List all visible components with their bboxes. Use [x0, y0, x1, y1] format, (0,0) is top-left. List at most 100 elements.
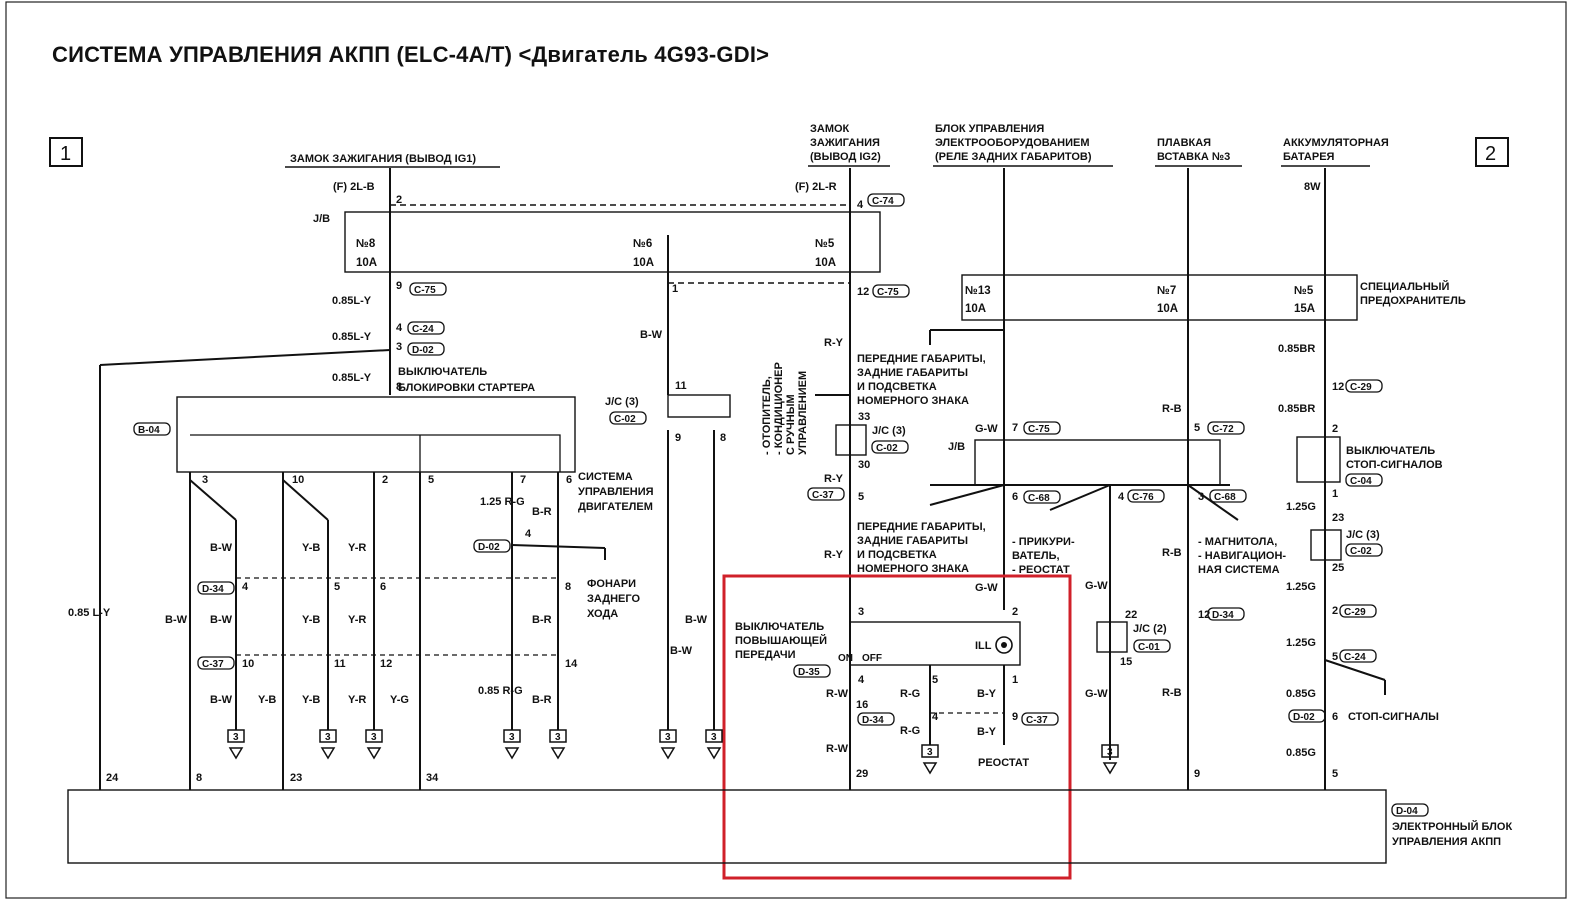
wire-rg-1: R-G	[900, 688, 920, 700]
od-label-2: ПОВЫШАЮЩЕЙ	[735, 634, 827, 647]
engine-ecu-2: УПРАВЛЕНИЯ	[578, 486, 654, 498]
wire-085rg: 0.85 R-G	[478, 685, 523, 697]
connector-d-02: D-02	[1293, 712, 1315, 723]
wire-085br-1: 0.85BR	[1278, 343, 1315, 355]
source-ig2-3: (ВЫВОД IG2)	[810, 151, 881, 163]
heater-4: УПРАВЛЕНИЕМ	[797, 371, 809, 455]
pin-number: 4	[1118, 491, 1125, 503]
wire-bw-1: B-W	[210, 542, 233, 554]
connector-c-75: C-75	[877, 287, 899, 298]
jb-fuse-3-num: №5	[815, 238, 835, 250]
jb-fuse-block: J/B №8 10A №6 10A №5 10A	[313, 211, 881, 273]
source-ig2-2: ЗАЖИГАНИЯ	[810, 137, 880, 149]
wire-ry-2: R-Y	[824, 473, 844, 485]
lamps1-3: И ПОДСВЕТКА	[857, 381, 937, 393]
pin-number: 16	[856, 699, 868, 711]
tcm-ecu: ЭЛЕКТРОННЫЙ БЛОК УПРАВЛЕНИЯ АКПП	[67, 789, 1512, 864]
connector-c-02: C-02	[1350, 546, 1372, 557]
pin-number: 2	[396, 194, 402, 206]
pin-number: 2	[1012, 606, 1018, 618]
inhibitor-switch: ВЫКЛЮЧАТЕЛЬ БЛОКИРОВКИ СТАРТЕРА	[176, 366, 576, 473]
ground-label: 3	[665, 732, 671, 743]
wire-f2lr: (F) 2L-R	[795, 181, 837, 193]
wire-rw-1: R-W	[826, 688, 849, 700]
lamps2-1: ПЕРЕДНИЕ ГАБАРИТЫ,	[857, 521, 986, 533]
jb-fuse-1-amp: 10A	[356, 257, 377, 269]
sf-fuse-2-num: №7	[1157, 285, 1176, 297]
page-marker-2-label: 2	[1485, 143, 1496, 165]
wire-125g-3: 1.25G	[1286, 637, 1316, 649]
od-label-1: ВЫКЛЮЧАТЕЛЬ	[735, 621, 824, 633]
jb-lower-label: J/B	[948, 441, 965, 453]
pin-number: 4	[857, 199, 864, 211]
page-marker-1: 1	[49, 137, 83, 167]
wire-br-2: B-R	[532, 614, 552, 626]
od-off-label: OFF	[862, 653, 882, 664]
inhibitor-label-1: ВЫКЛЮЧАТЕЛЬ	[398, 366, 487, 378]
lamps1-1: ПЕРЕДНИЕ ГАБАРИТЫ,	[857, 353, 986, 365]
connector-c-29: C-29	[1350, 382, 1372, 393]
ground-label: 3	[711, 732, 717, 743]
ground-label: 3	[1107, 747, 1113, 758]
ground-label: 3	[509, 732, 515, 743]
pin-number: 23	[1332, 512, 1344, 524]
audio-2: - НАВИГАЦИОН-	[1198, 550, 1286, 562]
connector-d-34: D-34	[1212, 610, 1234, 621]
pin-number: 4	[525, 528, 532, 540]
connector-c-76: C-76	[1132, 492, 1154, 503]
pin-number: 5	[334, 581, 340, 593]
pin-number: 6	[1012, 491, 1018, 503]
ground-label: 3	[927, 747, 933, 758]
pin-number: 12	[1332, 381, 1344, 393]
connector-c-02: C-02	[876, 443, 898, 454]
jb-fuse-3-amp: 10A	[815, 257, 836, 269]
jc3-label-left: J/C (3)	[605, 396, 639, 408]
pin-number: 25	[1332, 562, 1344, 574]
pin-number: 3	[396, 341, 402, 353]
wire-by-1: B-Y	[977, 688, 997, 700]
wire-125rg: 1.25 R-G	[480, 496, 525, 508]
pin-number: 14	[565, 658, 578, 670]
heater-2: - КОНДИЦИОНЕР	[773, 362, 785, 455]
pin-number: 3	[202, 474, 208, 486]
ground-label: 3	[325, 732, 331, 743]
wire-085ly-3: 0.85L-Y	[332, 372, 372, 384]
wire-rb-2: R-B	[1162, 547, 1182, 559]
jc3-label-right: J/C (3)	[1346, 529, 1380, 541]
wire-yb-2: Y-B	[302, 614, 320, 626]
connector-c-75: C-75	[1028, 424, 1050, 435]
pin-number: 5	[1332, 768, 1338, 780]
stop-switch-label-1: ВЫКЛЮЧАТЕЛЬ	[1346, 445, 1435, 457]
connector-c-75: C-75	[414, 285, 436, 296]
wire-bw-6: B-W	[670, 645, 693, 657]
sf-fuse-1-amp: 10A	[965, 303, 986, 315]
pin-number: 7	[1012, 422, 1018, 434]
wire-rg-2: R-G	[900, 725, 920, 737]
wire-gw-4: G-W	[1085, 688, 1108, 700]
wire-yb-1: Y-B	[302, 542, 320, 554]
connector-d-35: D-35	[798, 667, 820, 678]
sf-label-1: СПЕЦИАЛЬНЫЙ	[1360, 280, 1450, 293]
source-battery-2: БАТАРЕЯ	[1283, 151, 1335, 163]
pin-number: 9	[396, 280, 402, 292]
wire-yg: Y-G	[390, 694, 409, 706]
grounds	[227, 729, 1119, 775]
wire-gw-1: G-W	[975, 423, 998, 435]
connector-c-72: C-72	[1212, 424, 1234, 435]
page-title: СИСТЕМА УПРАВЛЕНИЯ АКПП (ELC-4A/T) <Двиг…	[52, 42, 770, 67]
pin-number: 1	[672, 283, 678, 295]
pin-number: 8	[565, 581, 571, 593]
pin-number: 4	[932, 711, 939, 723]
connector-c-74: C-74	[872, 196, 894, 207]
pin-number: 33	[858, 411, 870, 423]
pin-number: 12	[380, 658, 392, 670]
wire-br-1: B-R	[532, 506, 552, 518]
od-label-3: ПЕРЕДАЧИ	[735, 649, 796, 661]
pin-number: 2	[1332, 605, 1338, 617]
jc3-label-mid: J/C (3)	[872, 425, 906, 437]
od-switch: ILL ON OFF ВЫКЛЮЧАТЕЛЬ ПОВЫШАЮЩЕЙ ПЕРЕДА…	[735, 621, 1021, 666]
sf-fuse-3-amp: 15A	[1294, 303, 1315, 315]
pin-number: 3	[858, 606, 864, 618]
pin-number: 11	[675, 380, 687, 392]
connector-tags	[133, 193, 1429, 817]
